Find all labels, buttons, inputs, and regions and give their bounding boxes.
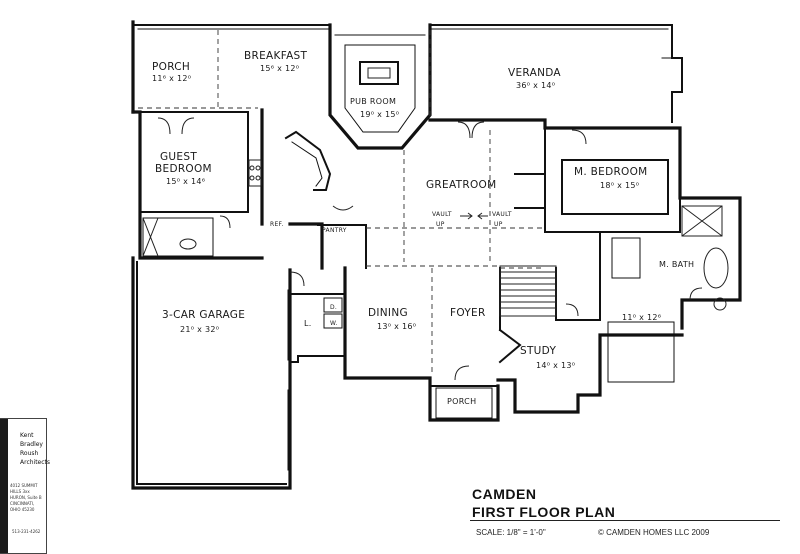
title-block: CAMDEN FIRST FLOOR PLAN SCALE: 1/8" = 1'… bbox=[470, 484, 790, 550]
ref-label: REF. bbox=[270, 221, 284, 228]
vault-right-label: VAULT bbox=[492, 211, 512, 218]
porch-top-size: 11⁶ x 12⁰ bbox=[152, 74, 191, 83]
breakfast-name: BREAKFAST bbox=[244, 50, 308, 62]
stamp-phone: 513-231-4262 bbox=[12, 529, 41, 534]
exterior-walls bbox=[131, 20, 742, 490]
pub-room-size: 19⁰ x 15⁰ bbox=[360, 110, 399, 119]
stamp-name-1: Kent bbox=[20, 432, 34, 439]
stamp-firm-name: Kent Bradley Roush Architects bbox=[20, 431, 50, 467]
foyer-name: FOYER bbox=[450, 307, 486, 319]
pantry-label: PANTRY bbox=[322, 227, 347, 234]
garage-name: 3-CAR GARAGE bbox=[162, 309, 245, 321]
stamp-name-3: Roush bbox=[20, 450, 39, 457]
stamp-name-4: Architects bbox=[20, 459, 51, 466]
laundry-d-label: D. bbox=[330, 304, 337, 311]
breakfast-size: 15⁶ x 12⁰ bbox=[260, 64, 299, 73]
vault-left-up: UP bbox=[436, 221, 445, 228]
greatroom-name: GREATROOM bbox=[426, 179, 496, 191]
guest-bedroom-size: 15⁰ x 14⁶ bbox=[166, 177, 205, 186]
laundry-w-label: W. bbox=[330, 320, 338, 327]
door-swings bbox=[157, 117, 703, 381]
stamp-bar bbox=[0, 419, 8, 553]
vault-right-up: UP bbox=[494, 221, 503, 228]
veranda-size: 36⁰ x 14⁰ bbox=[516, 81, 555, 90]
room-labels: PORCH 11⁶ x 12⁰ BREAKFAST 15⁶ x 12⁰ PUB … bbox=[152, 50, 694, 406]
title-rule bbox=[470, 520, 780, 521]
veranda-name: VERANDA bbox=[508, 67, 561, 79]
stairs bbox=[499, 265, 557, 317]
plan-subtitle: FIRST FLOOR PLAN bbox=[472, 504, 616, 520]
stamp-address: 4012 SUMMIT HILLS 3xx HURON, Suite B CIN… bbox=[10, 483, 42, 512]
garage-size: 21⁰ x 32⁰ bbox=[180, 325, 219, 334]
m-bedroom-size: 18⁰ x 15⁰ bbox=[600, 181, 639, 190]
guest-bedroom-name-2: BEDROOM bbox=[155, 163, 212, 175]
scale-note: SCALE: 1/8" = 1'-0" bbox=[476, 528, 546, 537]
dining-size: 13⁰ x 16⁰ bbox=[377, 322, 416, 331]
dashed-lines bbox=[138, 30, 545, 376]
dining-name: DINING bbox=[368, 307, 408, 319]
study-name: STUDY bbox=[520, 345, 556, 357]
laundry-l-label: L. bbox=[304, 319, 312, 328]
stamp-name-2: Bradley bbox=[20, 441, 43, 448]
porch-top-name: PORCH bbox=[152, 61, 190, 73]
m-bedroom-name: M. BEDROOM bbox=[574, 166, 648, 178]
vault-left-label: VAULT bbox=[432, 211, 452, 218]
study-size: 14⁰ x 13⁰ bbox=[536, 361, 575, 370]
vault-arrows bbox=[460, 212, 488, 220]
copyright-note: © CAMDEN HOMES LLC 2009 bbox=[598, 528, 710, 537]
porch-front-name: PORCH bbox=[447, 397, 476, 406]
plan-title: CAMDEN bbox=[472, 486, 537, 502]
pub-room-name: PUB ROOM bbox=[350, 97, 396, 106]
guest-bedroom-name-1: GUEST bbox=[160, 151, 197, 163]
architect-stamp: Kent Bradley Roush Architects 4012 SUMMI… bbox=[0, 418, 50, 554]
closet-size: 11⁰ x 12⁶ bbox=[622, 313, 661, 322]
m-bath-name: M. BATH bbox=[659, 260, 694, 269]
